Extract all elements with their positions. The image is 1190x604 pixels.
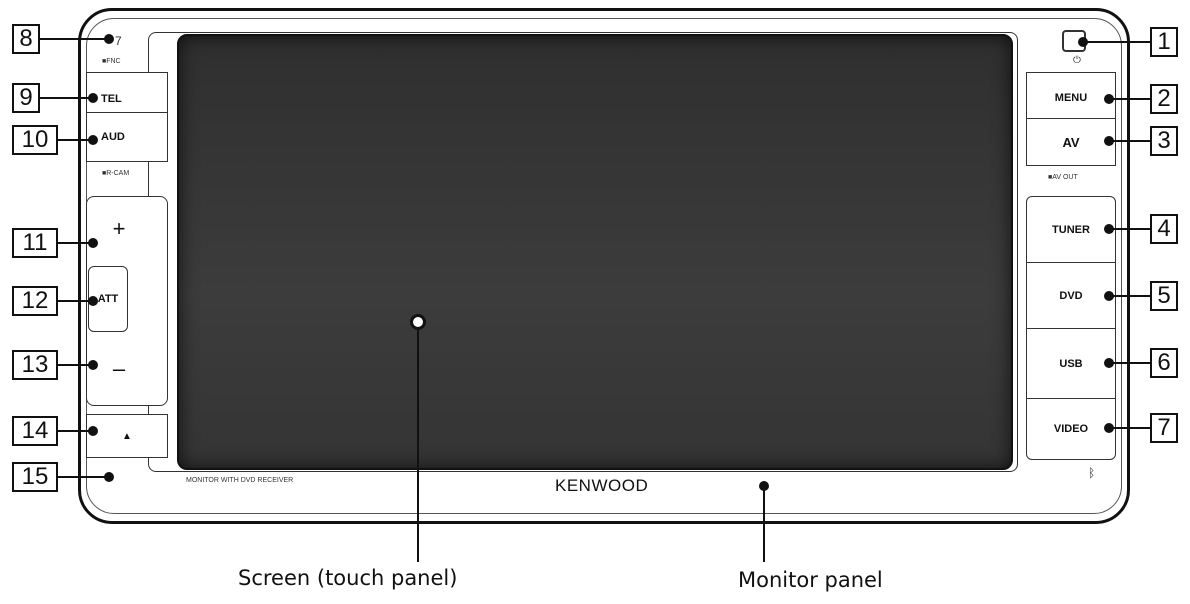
leader-3 — [1108, 140, 1150, 142]
leader-8 — [40, 38, 106, 40]
callout-3: 3 — [1150, 126, 1178, 156]
monitor-leader — [763, 490, 765, 562]
leader-dot-7 — [1104, 423, 1114, 433]
video-button[interactable]: VIDEO — [1026, 398, 1116, 460]
callout-10: 10 — [12, 125, 58, 155]
leader-dot-2 — [1104, 94, 1114, 104]
leader-dot-1 — [1078, 37, 1088, 47]
tuner-button[interactable]: TUNER — [1026, 196, 1116, 264]
screen-marker — [410, 314, 426, 330]
leader-dot-8 — [104, 34, 114, 44]
leader-5 — [1108, 295, 1150, 297]
screen-leader — [417, 330, 419, 562]
callout-5: 5 — [1150, 281, 1178, 311]
callout-6: 6 — [1150, 348, 1178, 378]
brand-logo: KENWOOD — [555, 476, 649, 495]
callout-14: 14 — [12, 416, 58, 446]
bluetooth-icon: ᛒ — [1088, 466, 1096, 480]
back-symbol: 7 — [115, 34, 122, 48]
callout-11: 11 — [12, 228, 58, 258]
leader-dot-10 — [88, 135, 98, 145]
leader-15 — [58, 476, 108, 478]
leader-dot-4 — [1104, 224, 1114, 234]
av-out-label: ■AV OUT — [1048, 174, 1078, 181]
leader-2 — [1108, 98, 1150, 100]
leader-12 — [58, 300, 92, 302]
callout-9: 9 — [12, 83, 40, 113]
touch-screen[interactable] — [177, 34, 1013, 470]
leader-6 — [1108, 362, 1150, 364]
callout-1: 1 — [1150, 27, 1178, 57]
aud-button[interactable]: AUD — [86, 112, 168, 162]
leader-9 — [40, 97, 92, 99]
av-button[interactable]: AV — [1026, 118, 1116, 166]
leader-dot-14 — [88, 426, 98, 436]
callout-8: 8 — [12, 24, 40, 54]
screen-caption: Screen (touch panel) — [238, 566, 458, 590]
leader-7 — [1108, 427, 1150, 429]
leader-dot-13 — [88, 360, 98, 370]
eject-button[interactable]: ▲ — [86, 414, 168, 458]
r-cam-label: ■R-CAM — [102, 170, 130, 177]
volume-down-button[interactable]: – — [112, 356, 126, 381]
leader-13 — [58, 364, 92, 366]
callout-15: 15 — [12, 462, 58, 492]
leader-11 — [58, 242, 92, 244]
power-icon: ⏻ — [1073, 55, 1081, 66]
leader-1 — [1082, 41, 1150, 43]
leader-dot-9 — [88, 93, 98, 103]
monitor-marker — [759, 481, 769, 491]
leader-dot-5 — [1104, 291, 1114, 301]
callout-2: 2 — [1150, 84, 1178, 114]
device-outer-frame — [78, 8, 1130, 524]
callout-12: 12 — [12, 286, 58, 316]
leader-4 — [1108, 228, 1150, 230]
fnc-label: ■FNC — [102, 58, 121, 65]
leader-dot-11 — [88, 238, 98, 248]
volume-up-button[interactable]: + — [112, 216, 126, 241]
dvd-button[interactable]: DVD — [1026, 262, 1116, 330]
leader-dot-15 — [104, 472, 114, 482]
model-label: MONITOR WITH DVD RECEIVER — [186, 477, 294, 484]
leader-dot-12 — [88, 296, 98, 306]
leader-dot-6 — [1104, 358, 1114, 368]
monitor-caption: Monitor panel — [738, 568, 883, 592]
leader-10 — [58, 139, 92, 141]
callout-13: 13 — [12, 350, 58, 380]
menu-button[interactable]: MENU — [1026, 72, 1116, 124]
usb-button[interactable]: USB — [1026, 328, 1116, 400]
leader-dot-3 — [1104, 136, 1114, 146]
leader-14 — [58, 430, 92, 432]
callout-4: 4 — [1150, 214, 1178, 244]
callout-7: 7 — [1150, 413, 1178, 443]
